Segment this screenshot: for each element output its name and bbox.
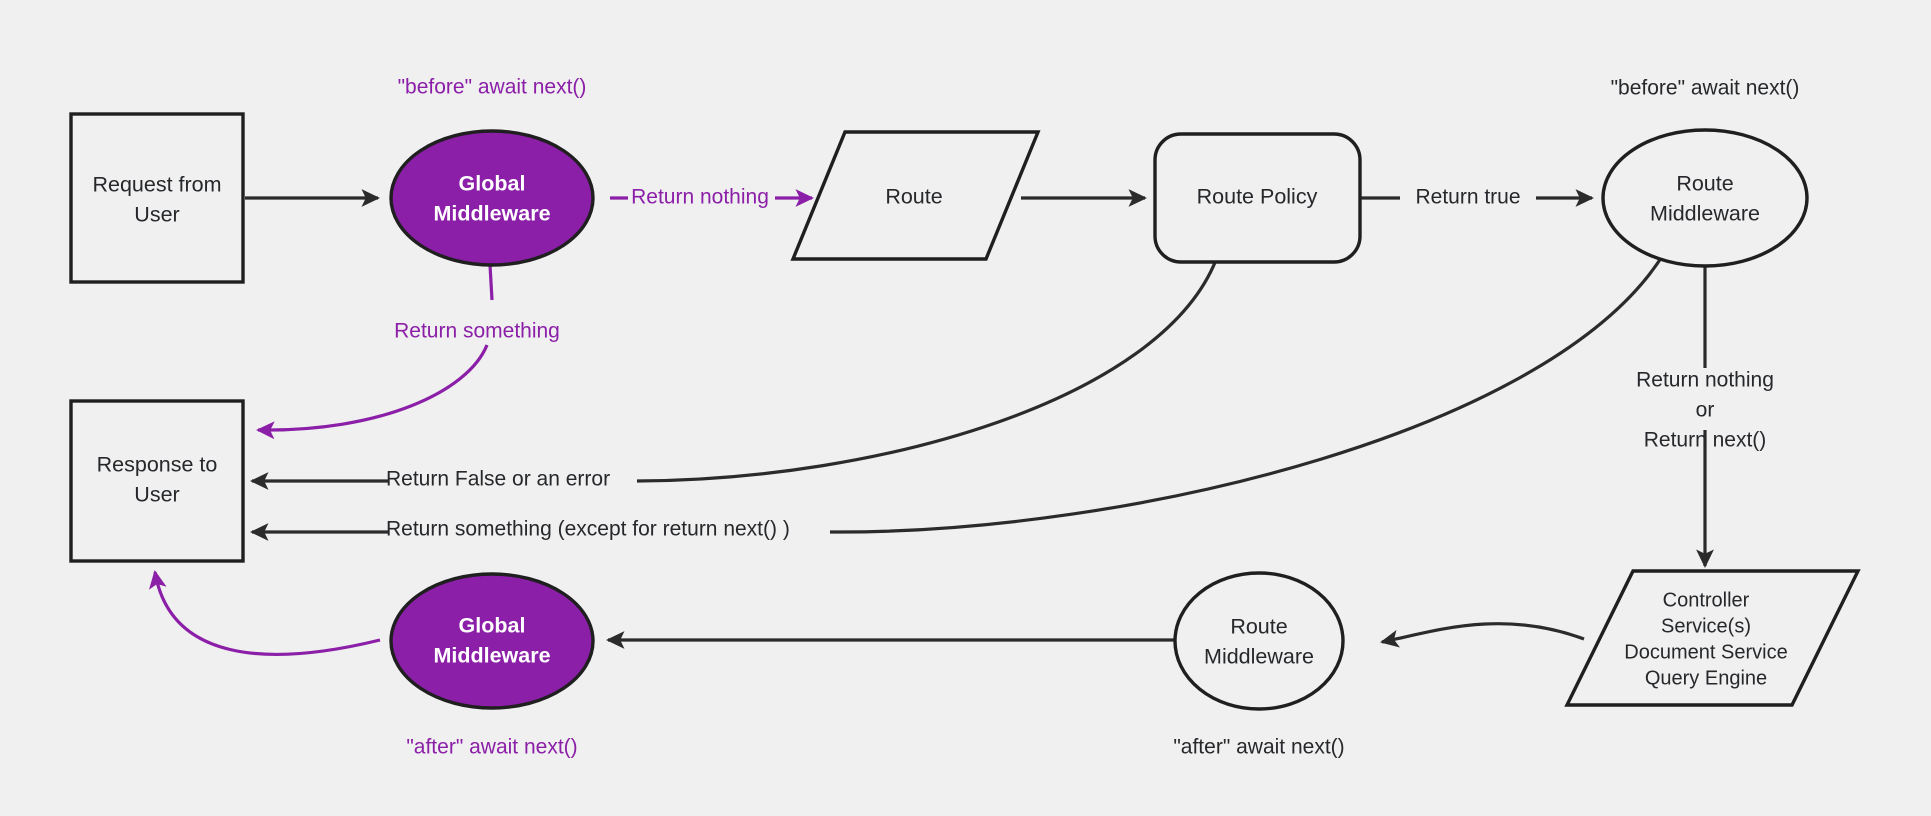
edge-label-return-something-except: Return something (except for return next… bbox=[386, 518, 790, 541]
edge-route-middleware-to-response bbox=[829, 249, 1668, 534]
node-request-from-user-label-line1: Request from bbox=[92, 173, 221, 197]
edge-label-return-false-or-error: Return False or an error bbox=[386, 468, 610, 491]
node-response-to-user-label-line2: User bbox=[134, 483, 179, 507]
node-route-middleware-top[interactable] bbox=[1601, 128, 1809, 268]
node-route-middleware-top-label-line1: Route bbox=[1676, 172, 1733, 196]
node-global-middleware-bottom[interactable] bbox=[389, 572, 595, 710]
node-route-label: Route bbox=[885, 185, 942, 209]
node-global-middleware-top[interactable] bbox=[389, 129, 595, 267]
node-global-middleware-bottom-label-line1: Global bbox=[459, 614, 526, 638]
edge-label-return-true: Return true bbox=[1415, 186, 1520, 209]
node-response-to-user-label-line1: Response to bbox=[97, 453, 218, 477]
node-route-middleware-bottom[interactable] bbox=[1173, 571, 1345, 711]
node-request-from-user-label-line2: User bbox=[134, 203, 179, 227]
annotation-after-await-next-route: "after" await next() bbox=[1173, 736, 1344, 759]
node-controller-stack-label-line2: Service(s) bbox=[1661, 615, 1751, 637]
node-response-to-user[interactable] bbox=[69, 399, 245, 563]
annotation-before-await-next-route: "before" await next() bbox=[1611, 77, 1800, 100]
edge-label-return-nothing-or-next-line2: or bbox=[1696, 399, 1715, 422]
node-route-policy-label: Route Policy bbox=[1197, 185, 1318, 209]
node-route-middleware-bottom-label-line1: Route bbox=[1230, 615, 1287, 639]
node-route[interactable] bbox=[790, 130, 1041, 261]
node-controller-stack-label-line4: Query Engine bbox=[1645, 667, 1767, 689]
node-controller-stack[interactable] bbox=[1564, 569, 1861, 707]
node-global-middleware-top-label-line1: Global bbox=[459, 172, 526, 196]
edge-global-middleware-to-response-tail bbox=[256, 344, 489, 440]
node-controller-stack-label-line1: Controller bbox=[1663, 589, 1750, 611]
edge-controller-to-route-middleware-bottom bbox=[1380, 622, 1585, 648]
edge-label-return-nothing: Return nothing bbox=[631, 186, 769, 209]
annotation-after-await-next-global: "after" await next() bbox=[406, 736, 577, 759]
node-route-policy[interactable] bbox=[1153, 132, 1362, 264]
edge-label-return-something: Return something bbox=[394, 320, 560, 343]
node-request-from-user[interactable] bbox=[69, 112, 245, 284]
edge-global-middleware-bottom-to-response bbox=[148, 570, 381, 656]
node-route-middleware-top-label-line2: Middleware bbox=[1650, 202, 1760, 226]
node-route-middleware-bottom-label-line2: Middleware bbox=[1204, 645, 1314, 669]
edge-label-return-nothing-or-next-line3: Return next() bbox=[1644, 429, 1767, 452]
annotation-before-await-next-global: "before" await next() bbox=[398, 76, 587, 99]
edge-label-return-nothing-or-next-line1: Return nothing bbox=[1636, 369, 1774, 392]
node-global-middleware-top-label-line2: Middleware bbox=[433, 202, 550, 226]
edge-global-middleware-to-response bbox=[488, 264, 494, 301]
node-global-middleware-bottom-label-line2: Middleware bbox=[433, 644, 550, 668]
node-controller-stack-label-line3: Document Service bbox=[1624, 641, 1787, 663]
edge-route-policy-to-response bbox=[636, 259, 1218, 483]
